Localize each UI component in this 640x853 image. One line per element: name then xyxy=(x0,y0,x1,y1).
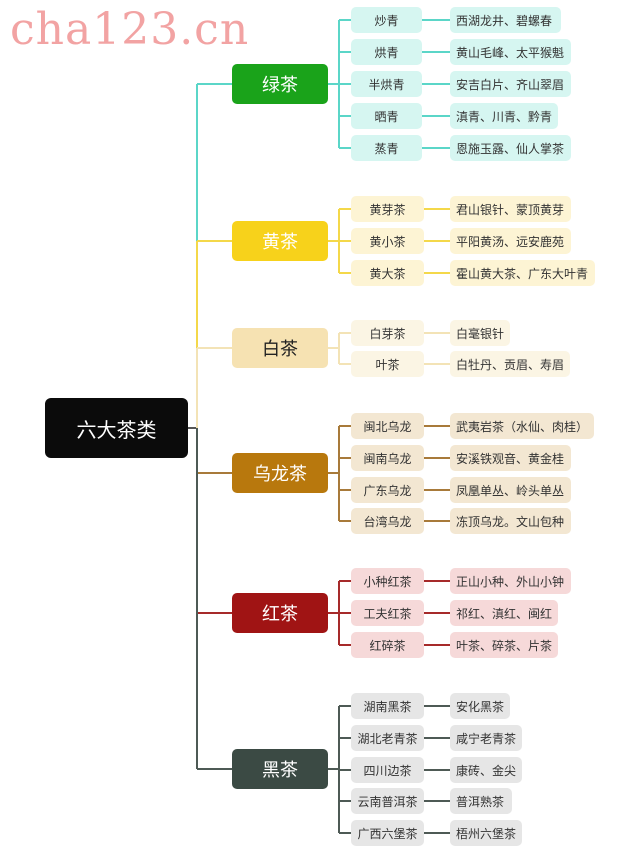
category-node: 黑茶 xyxy=(232,749,328,789)
subtype-node: 小种红茶 xyxy=(351,568,424,594)
subtype-node: 烘青 xyxy=(351,39,422,65)
category-node: 红茶 xyxy=(232,593,328,633)
subtype-node: 晒青 xyxy=(351,103,422,129)
subtype-node: 广西六堡茶 xyxy=(351,820,424,846)
category-node: 乌龙茶 xyxy=(232,453,328,493)
example-node: 安吉白片、齐山翠眉 xyxy=(450,71,571,97)
subtype-node: 红碎茶 xyxy=(351,632,424,658)
watermark: cha123.cn xyxy=(10,4,250,55)
example-node: 西湖龙井、碧螺春 xyxy=(450,7,561,33)
category-node: 黄茶 xyxy=(232,221,328,261)
example-node: 黄山毛峰、太平猴魁 xyxy=(450,39,571,65)
example-node: 君山银针、蒙顶黄芽 xyxy=(450,196,571,222)
subtype-node: 黄大茶 xyxy=(351,260,424,286)
subtype-node: 广东乌龙 xyxy=(351,477,424,503)
example-node: 恩施玉露、仙人掌茶 xyxy=(450,135,571,161)
example-node: 白牡丹、贡眉、寿眉 xyxy=(450,351,571,377)
subtype-node: 白芽茶 xyxy=(351,320,424,346)
root-node: 六大茶类 xyxy=(45,398,188,458)
example-node: 叶茶、碎茶、片茶 xyxy=(450,632,559,658)
subtype-node: 闽北乌龙 xyxy=(351,413,424,439)
subtype-node: 炒青 xyxy=(351,7,422,33)
example-node: 祁红、滇红、闽红 xyxy=(450,600,559,626)
example-node: 梧州六堡茶 xyxy=(450,820,523,846)
subtype-node: 黄芽茶 xyxy=(351,196,424,222)
example-node: 滇青、川青、黔青 xyxy=(450,103,559,129)
subtype-node: 云南普洱茶 xyxy=(351,788,424,814)
subtype-node: 闽南乌龙 xyxy=(351,445,424,471)
example-node: 武夷岩茶（水仙、肉桂） xyxy=(450,413,595,439)
category-node: 白茶 xyxy=(232,328,328,368)
example-node: 白毫银针 xyxy=(450,320,511,346)
example-node: 正山小种、外山小钟 xyxy=(450,568,571,594)
subtype-node: 蒸青 xyxy=(351,135,422,161)
example-node: 普洱熟茶 xyxy=(450,788,512,814)
subtype-node: 黄小茶 xyxy=(351,228,424,254)
category-node: 绿茶 xyxy=(232,64,328,104)
example-node: 咸宁老青茶 xyxy=(450,725,523,751)
example-node: 康砖、金尖 xyxy=(450,757,523,783)
example-node: 安化黑茶 xyxy=(450,693,511,719)
example-node: 冻顶乌龙。文山包种 xyxy=(450,508,571,534)
subtype-node: 湖南黑茶 xyxy=(351,693,424,719)
example-node: 平阳黄汤、远安鹿苑 xyxy=(450,228,571,254)
subtype-node: 半烘青 xyxy=(351,71,422,97)
subtype-node: 工夫红茶 xyxy=(351,600,424,626)
subtype-node: 四川边茶 xyxy=(351,757,424,783)
example-node: 凤凰单丛、岭头单丛 xyxy=(450,477,571,503)
example-node: 霍山黄大茶、广东大叶青 xyxy=(450,260,595,286)
subtype-node: 叶茶 xyxy=(351,351,424,377)
subtype-node: 湖北老青茶 xyxy=(351,725,424,751)
subtype-node: 台湾乌龙 xyxy=(351,508,424,534)
example-node: 安溪铁观音、黄金桂 xyxy=(450,445,571,471)
